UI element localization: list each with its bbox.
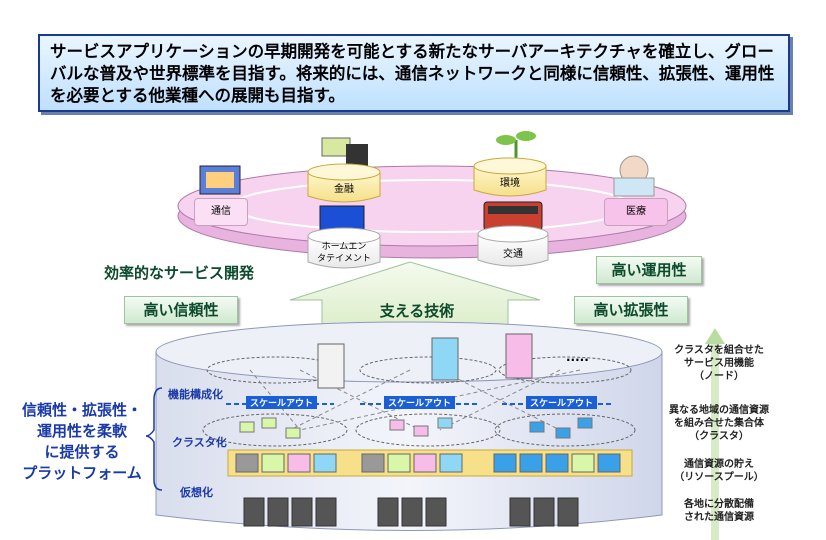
cluster-rings bbox=[202, 356, 636, 447]
high-scalability-box: 高い拡張性 bbox=[574, 296, 688, 324]
service-telecom: 通信 bbox=[194, 198, 248, 226]
high-reliability-box: 高い信頼性 bbox=[124, 296, 238, 324]
cluster-desc-line1: 異なる地域の通信資源 bbox=[669, 405, 769, 416]
layer-virtualization-label: 仮想化 bbox=[180, 486, 213, 499]
support-tech-label: 支える技術 bbox=[379, 302, 455, 320]
distributed-label: 各地に分散配備 された通信資源 bbox=[658, 498, 780, 524]
finance-icon bbox=[321, 137, 368, 166]
distributed-label-line1: 各地に分散配備 bbox=[684, 499, 754, 510]
service-cylinders bbox=[307, 157, 547, 203]
more-ellipsis: ..... bbox=[566, 350, 589, 364]
high-operability-label: 高い運用性 bbox=[611, 261, 687, 279]
service-medical: 医療 bbox=[604, 198, 668, 226]
platform-line3: に提供する bbox=[44, 443, 120, 461]
cluster-desc-label: 異なる地域の通信資源 を組み合せた集合体 （クラスタ） bbox=[658, 404, 780, 443]
scaleout-label-1: スケールアウト bbox=[246, 396, 318, 409]
service-finance-label: 金融 bbox=[334, 184, 354, 195]
cluster-desc-line2: を組み合せた集合体 bbox=[674, 418, 764, 429]
platform-label: 信頼性・拡張性・ 運用性を柔軟 に提供する プラットフォーム bbox=[22, 400, 142, 484]
service-home-ent-line1: ホームエン bbox=[321, 242, 367, 252]
service-medical-label: 医療 bbox=[626, 206, 646, 217]
high-operability-box: 高い運用性 bbox=[596, 256, 702, 284]
node-label-line1: クラスタを組合せた bbox=[674, 345, 764, 356]
service-telecom-label: 通信 bbox=[211, 206, 231, 217]
high-reliability-label: 高い信頼性 bbox=[143, 301, 219, 319]
platform-line1: 信頼性・拡張性・ bbox=[22, 401, 143, 419]
node-label: クラスタを組合せた サービス用機能 （ノード） bbox=[658, 344, 780, 383]
pool-label-line2: （リソースプール） bbox=[674, 472, 764, 483]
resource-pool-cells bbox=[235, 453, 621, 473]
service-ring bbox=[177, 165, 687, 259]
layer-device-label: 機能構成化 bbox=[168, 388, 223, 401]
telecom-icon bbox=[199, 165, 241, 195]
server-racks bbox=[243, 497, 579, 527]
left-brace bbox=[145, 387, 163, 491]
service-home-entertainment: ホームエン タテイメント bbox=[308, 241, 380, 265]
distributed-label-line2: された通信資源 bbox=[684, 512, 754, 523]
platform-line2: 運用性を柔軟 bbox=[36, 422, 127, 440]
service-environment-label: 環境 bbox=[500, 178, 520, 189]
service-cylinders-white bbox=[307, 225, 549, 269]
node-stacks bbox=[317, 333, 533, 389]
high-scalability-label: 高い拡張性 bbox=[593, 301, 669, 319]
node-label-line3: （ノード） bbox=[694, 371, 744, 382]
service-home-ent-line2: タテイメント bbox=[316, 254, 371, 264]
platform-line4: プラットフォーム bbox=[22, 464, 142, 482]
plant-icon bbox=[496, 131, 536, 160]
efficient-dev-label: 効率的なサービス開発 bbox=[104, 264, 255, 282]
pool-label: 通信資源の貯え （リソースプール） bbox=[658, 458, 780, 484]
node-label-line2: サービス用機能 bbox=[684, 358, 754, 369]
scaleout-label-3: スケールアウト bbox=[526, 396, 598, 409]
layer-cluster-label: クラスタ化 bbox=[172, 436, 227, 449]
cluster-tiles bbox=[239, 417, 593, 439]
right-up-arrow bbox=[705, 328, 725, 540]
medical-icon bbox=[613, 155, 655, 197]
service-transport-label: 交通 bbox=[503, 249, 523, 260]
pool-label-line1: 通信資源の貯え bbox=[684, 459, 754, 470]
headline-text: サービスアプリケーションの早期開発を可能とする新たなサーバアーキテクチャを確立し… bbox=[50, 42, 775, 105]
headline-box: サービスアプリケーションの早期開発を可能とする新たなサーバアーキテクチャを確立し… bbox=[38, 34, 790, 112]
cluster-desc-line3: （クラスタ） bbox=[689, 431, 749, 442]
scaleout-label-2: スケールアウト bbox=[384, 396, 456, 409]
